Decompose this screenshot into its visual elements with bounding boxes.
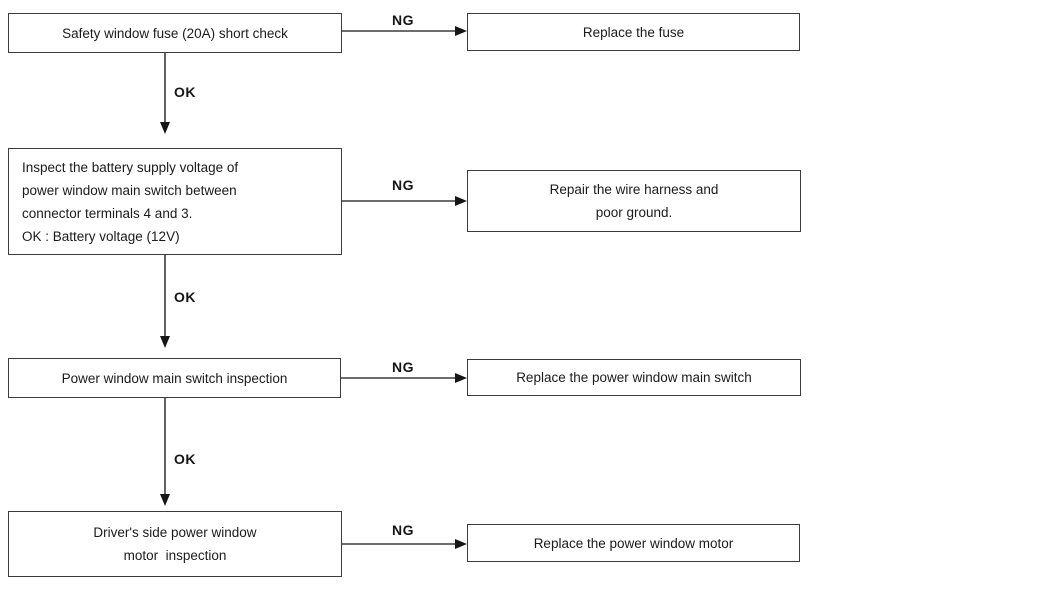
ng-arrow-4 bbox=[342, 539, 467, 549]
battery-voltage-check-box: Inspect the battery supply voltage of po… bbox=[8, 148, 342, 255]
ok-arrow-2 bbox=[160, 255, 170, 348]
ng-label-3: NG bbox=[392, 359, 414, 375]
main-switch-inspection-box: Power window main switch inspection bbox=[8, 358, 341, 398]
replace-fuse-box: Replace the fuse bbox=[467, 13, 800, 51]
ok-label-3: OK bbox=[174, 451, 196, 467]
fuse-check-box: Safety window fuse (20A) short check bbox=[8, 13, 342, 53]
ng-arrow-1 bbox=[342, 26, 467, 36]
replace-main-switch-box: Replace the power window main switch bbox=[467, 359, 801, 396]
replace-motor-box: Replace the power window motor bbox=[467, 524, 800, 562]
ng-arrow-3 bbox=[341, 373, 467, 383]
ok-label-2: OK bbox=[174, 289, 196, 305]
ng-arrow-2 bbox=[342, 196, 467, 206]
motor-inspection-box: Driver's side power window motor inspect… bbox=[8, 511, 342, 577]
repair-harness-box: Repair the wire harness and poor ground. bbox=[467, 170, 801, 232]
ok-arrow-1 bbox=[160, 53, 170, 134]
ok-label-1: OK bbox=[174, 84, 196, 100]
ok-arrow-3 bbox=[160, 398, 170, 506]
ng-label-2: NG bbox=[392, 177, 414, 193]
ng-label-4: NG bbox=[392, 522, 414, 538]
ng-label-1: NG bbox=[392, 12, 414, 28]
